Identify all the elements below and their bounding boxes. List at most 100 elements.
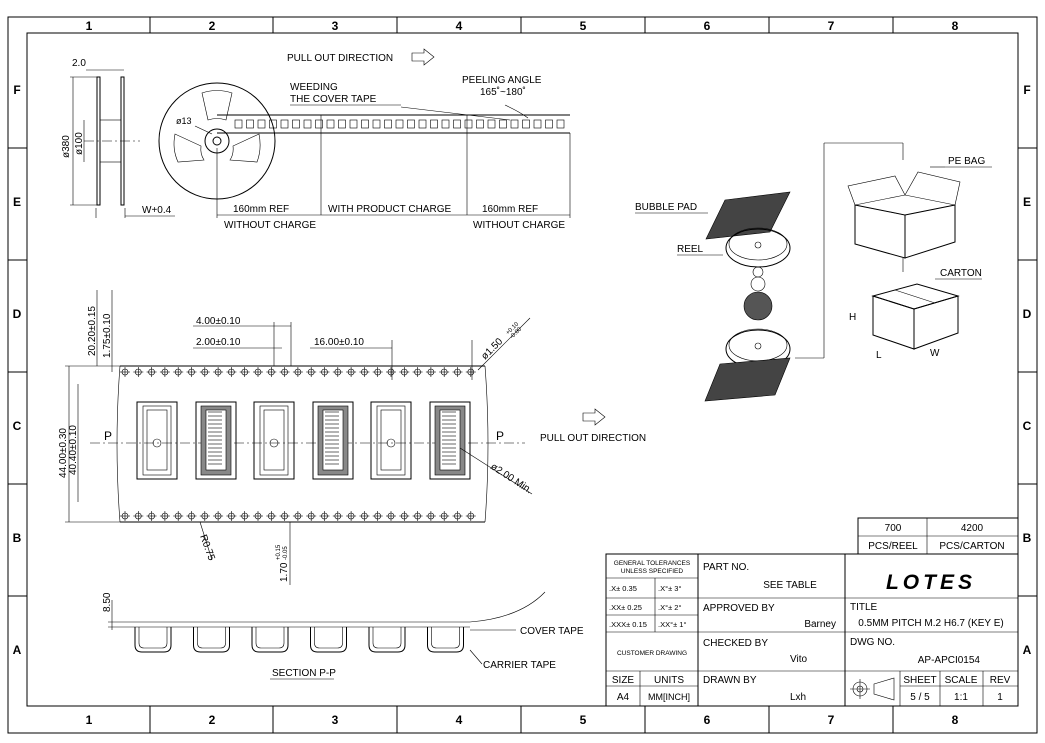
tape-pocket	[522, 119, 530, 129]
dim-text: 20.20±0.15	[87, 306, 98, 356]
tape-pocket	[441, 119, 450, 129]
scale-value: 1:1	[954, 692, 968, 703]
tol-value: .XX°± 1°	[658, 620, 686, 629]
row-label: B	[1023, 531, 1032, 545]
tape-top-view: 44.00±0.30 40.40±0.10 20.20±0.15 1.75±0.…	[58, 290, 646, 585]
section-pocket-inner	[314, 627, 343, 649]
title-label: TITLE	[850, 602, 878, 613]
charge-label: WITH PRODUCT CHARGE	[328, 204, 451, 215]
tape-pocket	[556, 119, 565, 129]
section-view: 8.50 COVER TAPE CARRIER TAPE SECTION P-P	[102, 591, 584, 680]
dim-text: 16.00±0.10	[314, 337, 364, 348]
dim-w-label: W	[930, 348, 940, 359]
col-label: 7	[828, 713, 835, 727]
col-label: 8	[952, 713, 959, 727]
projection-symbol-icon	[850, 677, 895, 701]
tape-pocket	[257, 119, 266, 129]
col-label: 8	[952, 19, 959, 33]
drawn-label: DRAWN BY	[703, 675, 757, 686]
tape-pocket	[453, 119, 461, 129]
quantity-table: 700 4200 PCS/REEL PCS/CARTON	[857, 517, 1019, 555]
dim-text: 40.40±0.10	[68, 425, 79, 475]
tol-value: .XX± 0.25	[609, 603, 642, 612]
weeding-label: WEEDING	[290, 82, 338, 93]
col-label: 3	[332, 713, 339, 727]
checked-label: CHECKED BY	[703, 638, 768, 649]
carton-label: CARTON	[940, 268, 982, 279]
sheet-label: SHEET	[903, 675, 936, 686]
row-label: B	[13, 531, 22, 545]
tol-value: .X± 0.35	[609, 584, 637, 593]
col-label: 2	[209, 713, 216, 727]
section-pocket-inner	[255, 627, 285, 649]
component-center-mark	[152, 438, 162, 448]
carrier-tape-label: CARRIER TAPE	[483, 660, 556, 671]
tape-pocket	[361, 119, 369, 129]
tape-pocket	[464, 119, 473, 129]
col-label: 4	[456, 19, 463, 33]
drawing-border: 1 2 3 4 5 6 7 8 1 2 3 4 5 6 7 8 F E D C …	[7, 16, 1038, 734]
tape-pocket	[280, 119, 289, 129]
tape-pocket	[487, 119, 496, 129]
tape-pocket	[395, 119, 404, 129]
carton-unit: PCS/CARTON	[939, 541, 1004, 552]
title-value: 0.5MM PITCH M.2 H6.7 (KEY E)	[858, 618, 1003, 629]
dwg-value: AP-APCI0154	[918, 655, 981, 666]
component-pocket	[312, 401, 354, 480]
tape-pocket	[476, 119, 484, 129]
weeding-label-2: THE COVER TAPE	[290, 94, 377, 105]
component-center-mark	[386, 438, 396, 448]
component-body	[142, 405, 172, 476]
dim-text: 2.0	[72, 58, 86, 69]
section-title: SECTION P-P	[272, 668, 336, 679]
dim-text: ø1.50	[479, 336, 505, 362]
part-no-value: SEE TABLE	[763, 580, 817, 591]
tape-pocket	[246, 119, 254, 129]
tape-pockets	[234, 119, 565, 129]
drawn-value: Lxh	[790, 692, 806, 703]
component-pocket	[370, 401, 412, 480]
tol-title: UNLESS SPECIFIED	[621, 568, 683, 575]
title-block: GENERAL TOLERANCES UNLESS SPECIFIED .X± …	[605, 553, 1019, 707]
row-label: C	[13, 419, 22, 433]
reel-view: 2.0 ø380 ø100 W+0.4 ø13 PULL OUT DIRECTI…	[61, 48, 571, 231]
tol-value: .X°± 3°	[658, 584, 681, 593]
tape-pocket	[418, 119, 427, 129]
packing-view: BUBBLE PAD REEL PE BAG CARTON	[635, 142, 992, 402]
col-label: 6	[704, 713, 711, 727]
customer-drawing-label: CUSTOMER DRAWING	[617, 650, 687, 657]
scale-label: SCALE	[945, 675, 978, 686]
tol-title: GENERAL TOLERANCES	[614, 560, 691, 567]
dim-text: ø100	[74, 132, 85, 155]
component-inner	[146, 409, 168, 471]
section-mark-p-right: P	[496, 429, 504, 443]
dim-text: 1.70	[279, 562, 290, 582]
dwg-label: DWG NO.	[850, 637, 895, 648]
component-center-mark	[269, 438, 279, 448]
col-label: 3	[332, 19, 339, 33]
pull-out-label: PULL OUT DIRECTION	[287, 53, 393, 64]
tol-value: .X°± 2°	[658, 603, 681, 612]
tape-pocket	[269, 119, 277, 129]
section-pocket-inner	[138, 627, 168, 649]
checked-value: Vito	[790, 654, 807, 665]
section-pocket	[251, 627, 289, 653]
tol-value: .XXX± 0.15	[609, 620, 647, 629]
section-pocket-inner	[431, 627, 460, 649]
dim-text: 1.75±0.10	[102, 313, 113, 358]
pull-out-label: PULL OUT DIRECTION	[540, 433, 646, 444]
section-pocket	[310, 627, 347, 653]
dim-h-label: H	[849, 312, 856, 323]
bubble-pad-label: BUBBLE PAD	[635, 202, 697, 213]
tape-pocket	[407, 119, 415, 129]
tape-pocket	[303, 119, 312, 129]
component-pocket	[195, 401, 237, 480]
pe-bag-label: PE BAG	[948, 156, 985, 167]
arrow-right-icon	[582, 408, 606, 426]
size-value: A4	[617, 692, 630, 703]
size-label: SIZE	[612, 675, 635, 686]
tape-pocket	[510, 119, 519, 129]
rev-value: 1	[997, 692, 1003, 703]
section-pocket	[134, 627, 172, 653]
sprocket-holes	[120, 367, 476, 521]
